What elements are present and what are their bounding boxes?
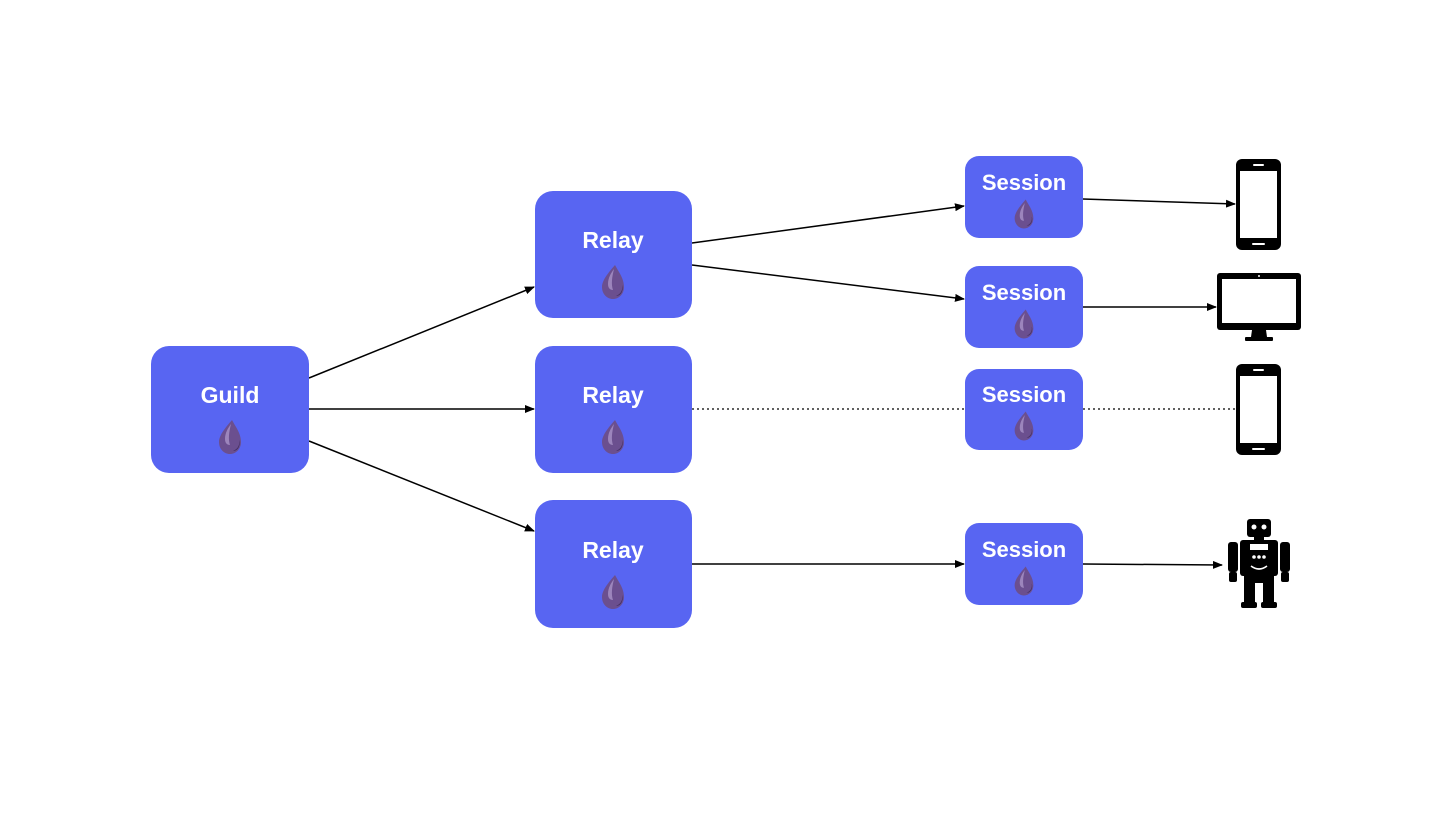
session-label: Session [982, 170, 1066, 195]
elixir-drop-icon [602, 575, 624, 609]
desktop-monitor-icon [1217, 273, 1301, 341]
elixir-drop-icon [219, 420, 241, 454]
edge-relay-1-session-2 [691, 264, 965, 302]
session-box [965, 523, 1083, 605]
elixir-drop-icon [602, 420, 624, 454]
edge-relay-1-session-1 [691, 203, 965, 244]
session-node-1: Session [965, 156, 1083, 238]
session-box [965, 369, 1083, 450]
relay-box [535, 191, 692, 318]
session-node-2: Session [965, 266, 1083, 348]
edge-session-1-device-1 [1082, 198, 1236, 208]
relay-box [535, 346, 692, 473]
session-label: Session [982, 382, 1066, 407]
guild-label: Guild [201, 382, 260, 408]
robot-icon [1228, 519, 1290, 608]
session-label: Session [982, 280, 1066, 305]
session-label: Session [982, 537, 1066, 562]
guild-node: Guild [151, 346, 309, 473]
session-node-4: Session [965, 523, 1083, 605]
guild-box [151, 346, 309, 473]
relay-node-2: Relay [535, 346, 692, 473]
elixir-drop-icon [602, 265, 624, 299]
relay-node-3: Relay [535, 500, 692, 628]
edge-guild-relay-3 [308, 440, 535, 532]
relay-node-1: Relay [535, 191, 692, 318]
smartphone-icon [1236, 364, 1281, 455]
session-box [965, 266, 1083, 348]
session-box [965, 156, 1083, 238]
elixir-drop-icon [1014, 411, 1034, 441]
session-node-3: Session [965, 369, 1083, 450]
edge-layer [308, 198, 1236, 569]
elixir-drop-icon [1014, 199, 1034, 229]
smartphone-icon [1236, 159, 1281, 250]
elixir-drop-icon [1014, 566, 1034, 596]
edge-guild-relay-1 [308, 286, 535, 379]
relay-box [535, 500, 692, 628]
relay-label: Relay [582, 227, 644, 253]
edge-session-4-device-4 [1082, 560, 1223, 569]
relay-label: Relay [582, 382, 644, 408]
elixir-drop-icon [1014, 309, 1034, 339]
relay-label: Relay [582, 537, 644, 563]
